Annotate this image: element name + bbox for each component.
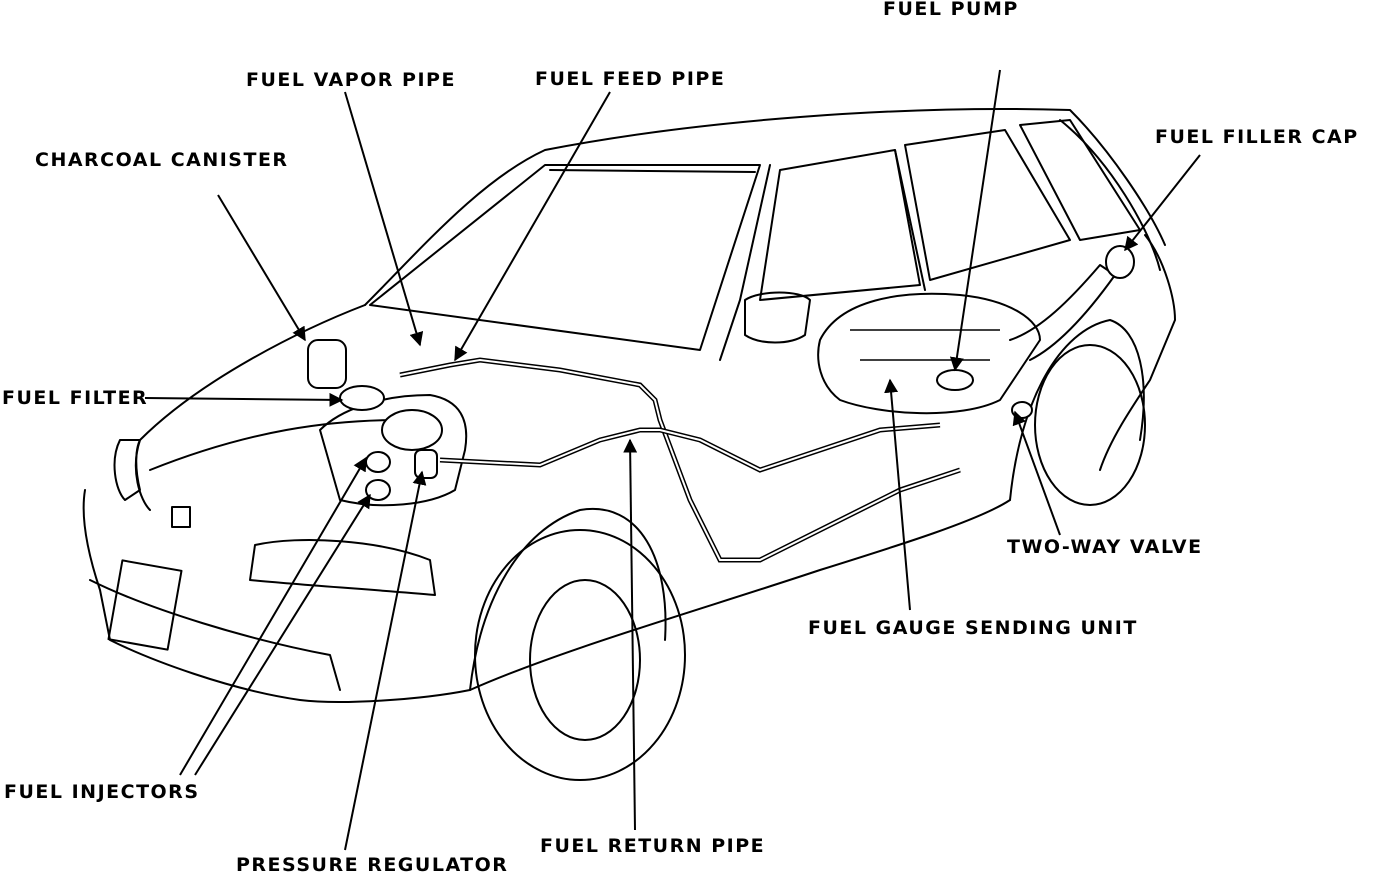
fuel-filter	[339, 385, 385, 411]
label-pressure-regulator: PRESSURE REGULATOR	[236, 854, 509, 876]
throttle-body	[381, 409, 443, 451]
fuel-injector-2	[365, 479, 391, 501]
fuel-pump-unit	[936, 369, 974, 391]
components	[307, 339, 1033, 501]
label-charcoal-canister: CHARCOAL CANISTER	[35, 149, 289, 171]
label-fuel-gauge-sending-unit: FUEL GAUGE SENDING UNIT	[808, 617, 1138, 639]
fuel-injector-1	[365, 451, 391, 473]
label-fuel-filter: FUEL FILTER	[2, 387, 149, 409]
two-way-valve	[1011, 401, 1033, 419]
label-fuel-pump: FUEL PUMP	[883, 0, 1019, 20]
label-fuel-injectors: FUEL INJECTORS	[4, 781, 200, 803]
label-fuel-filler-cap: FUEL FILLER CAP	[1155, 126, 1359, 148]
charcoal-canister	[307, 339, 347, 389]
label-two-way-valve: TWO-WAY VALVE	[1007, 536, 1203, 558]
fuel-pipes	[399, 357, 961, 563]
pressure-regulator	[414, 449, 438, 479]
label-fuel-vapor-pipe: FUEL VAPOR PIPE	[246, 69, 456, 91]
leader-lines	[144, 69, 1201, 851]
label-fuel-return-pipe: FUEL RETURN PIPE	[540, 835, 766, 857]
label-fuel-feed-pipe: FUEL FEED PIPE	[535, 68, 726, 90]
